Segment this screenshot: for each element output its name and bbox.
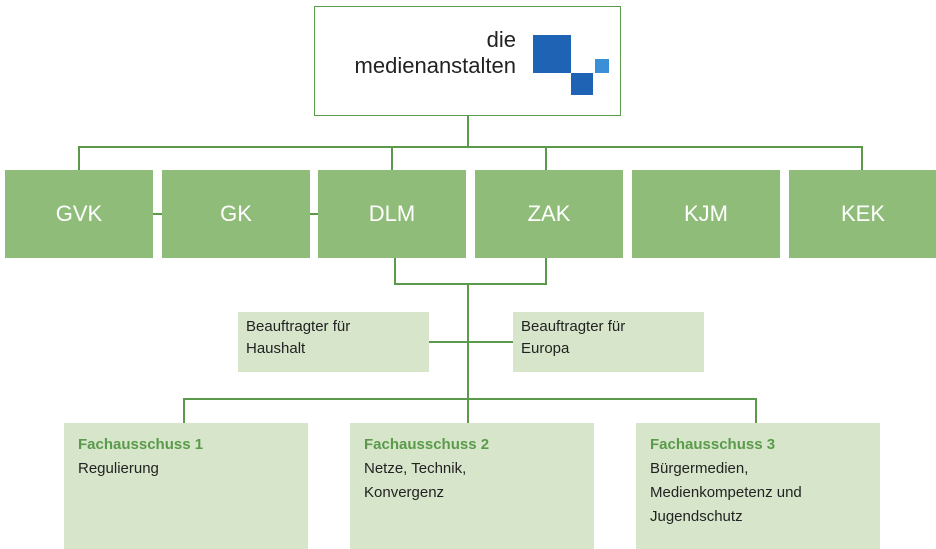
committee-3: Fachausschuss 3 Bürgermedien, Medienkomp… — [636, 423, 880, 549]
committee-2: Fachausschuss 2 Netze, Technik, Konverge… — [350, 423, 594, 549]
delegate-label: Beauftragter für — [521, 318, 626, 335]
logo-square-small — [571, 73, 593, 95]
organ-gvk: GVK — [5, 170, 153, 258]
connector-line — [78, 146, 80, 170]
connector-line — [183, 398, 757, 400]
connector-line — [183, 398, 185, 423]
connector-line — [545, 258, 547, 284]
organ-dlm: DLM — [318, 170, 466, 258]
logo-box: die medienanstalten — [314, 6, 621, 116]
logo-line-1: die — [486, 27, 516, 52]
delegate-europe: Beauftragter für Europa — [513, 312, 704, 372]
connector-line — [545, 146, 547, 170]
logo-square-large — [533, 35, 571, 73]
connector-line — [394, 283, 547, 285]
committee-title: Fachausschuss 3 — [650, 436, 776, 453]
logo-line-2: medienanstalten — [354, 53, 516, 78]
delegate-budget: Beauftragter für Haushalt — [238, 312, 429, 372]
logo-square-light — [595, 59, 609, 73]
committee-description: Bürgermedien, Medienkompetenz und Jugend… — [650, 460, 802, 525]
committee-title: Fachausschuss 1 — [78, 436, 204, 453]
delegate-label: Europa — [521, 340, 570, 357]
connector-line — [429, 341, 515, 343]
organ-kek: KEK — [789, 170, 936, 258]
committee-1: Fachausschuss 1 Regulierung — [64, 423, 308, 549]
logo-squares-icon — [533, 35, 609, 95]
delegate-label: Beauftragter für — [246, 318, 351, 335]
connector-line — [394, 258, 396, 284]
logo-wordmark: die medienanstalten — [355, 27, 516, 79]
connector-line — [152, 213, 162, 215]
committee-description: Regulierung — [78, 460, 159, 477]
connector-line — [467, 116, 469, 146]
delegate-label: Haushalt — [246, 340, 306, 357]
committee-title: Fachausschuss 2 — [364, 436, 490, 453]
connector-line — [467, 283, 469, 424]
connector-line — [391, 146, 393, 170]
organ-zak: ZAK — [475, 170, 623, 258]
committee-description: Netze, Technik, Konvergenz — [364, 460, 467, 501]
organ-gk: GK — [162, 170, 310, 258]
organ-kjm: KJM — [632, 170, 780, 258]
connector-line — [78, 146, 863, 148]
connector-line — [861, 146, 863, 170]
connector-line — [755, 398, 757, 423]
connector-line — [308, 213, 318, 215]
